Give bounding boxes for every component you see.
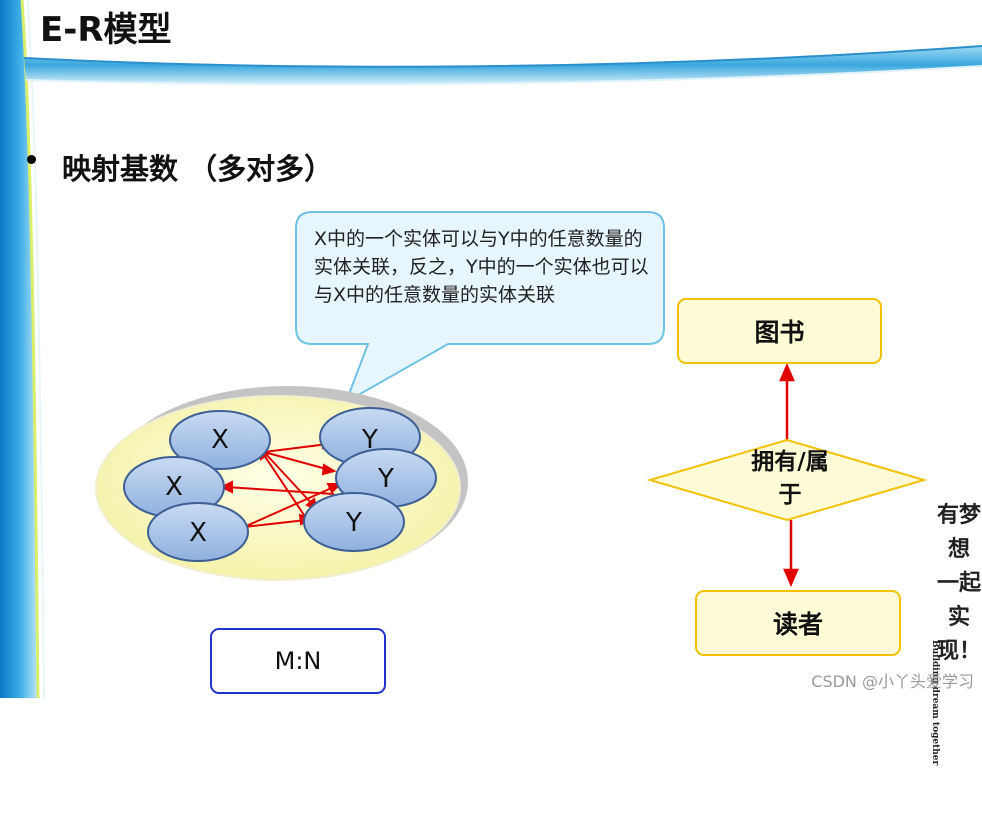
y-node-3	[303, 492, 405, 552]
x-node-1	[169, 410, 271, 470]
x-node-3-label: X	[189, 518, 207, 548]
bullet-heading: 映射基数 （多对多）	[62, 152, 334, 186]
callout-text: X中的一个实体可以与Y中的任意数量的实体关联，反之，Y中的一个实体也可以与X中的…	[314, 228, 649, 306]
relationship-label-line1: 拥有/属	[751, 449, 829, 475]
slide-decoration	[0, 0, 982, 698]
x-node-1-label: X	[211, 425, 229, 455]
entity-reader: 读者	[695, 590, 901, 656]
relationship-label-line2: 于	[778, 482, 802, 508]
y-node-1-label: Y	[362, 425, 378, 455]
callout-bubble	[295, 211, 665, 405]
brand-slogan: 有梦想 一起实现！	[936, 502, 981, 664]
entity-book: 图书	[677, 298, 882, 364]
watermark: CSDN @小丫头爱学习	[811, 672, 974, 691]
relationship-label: 拥有/属 于	[720, 446, 860, 512]
slide-title: E-R模型	[40, 10, 172, 50]
relationship-diamond	[646, 438, 928, 522]
x-node-2-label: X	[165, 472, 183, 502]
y-node-2-label: Y	[378, 464, 394, 494]
cardinality-label: M:N	[210, 628, 386, 694]
y-node-3-label: Y	[346, 508, 362, 538]
mapping-diagram	[95, 211, 928, 588]
x-node-3	[147, 502, 249, 562]
bullet-dot	[27, 155, 36, 164]
